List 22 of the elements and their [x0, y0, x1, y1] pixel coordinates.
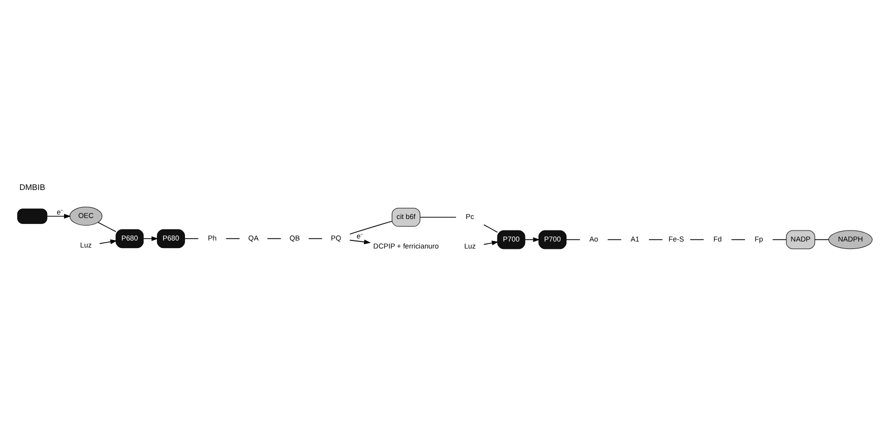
label: DMBIB [18, 182, 45, 192]
arrow [482, 240, 498, 245]
connector [419, 216, 456, 218]
connector [814, 238, 828, 240]
connector [349, 220, 392, 234]
connector [482, 224, 498, 232]
connector [184, 238, 198, 239]
arrow [348, 239, 370, 244]
connector [97, 221, 116, 232]
connector [225, 238, 240, 239]
arrow [98, 238, 117, 244]
connector [772, 238, 786, 240]
connector [266, 238, 281, 239]
connector [689, 238, 704, 240]
arrow [142, 236, 158, 240]
connector [566, 238, 580, 240]
connector [308, 238, 322, 239]
connector [648, 238, 662, 240]
arrow [46, 213, 70, 218]
connector [730, 238, 745, 240]
connector [606, 238, 622, 240]
node-box [16, 208, 47, 224]
